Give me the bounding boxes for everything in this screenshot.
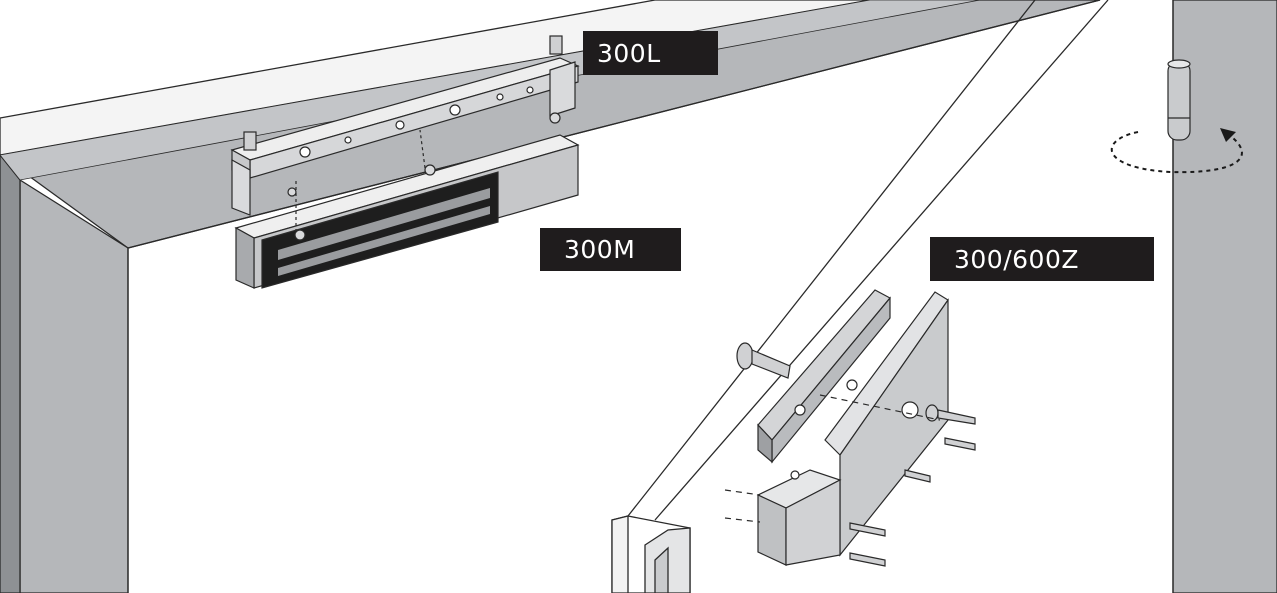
label-300m: 300M xyxy=(540,228,681,271)
hinge xyxy=(1167,59,1191,141)
rotation-arrow-icon xyxy=(1110,131,1243,174)
z-bracket xyxy=(756,289,949,566)
door xyxy=(611,0,1109,593)
screws xyxy=(736,342,976,567)
300l-bracket xyxy=(230,35,580,216)
guide-lines xyxy=(724,394,941,523)
arrow-head-icon xyxy=(1220,128,1236,142)
label-300l: 300L xyxy=(583,31,718,75)
label-300-600z: 300/600Z xyxy=(930,237,1154,281)
300m-magnet xyxy=(234,112,580,289)
